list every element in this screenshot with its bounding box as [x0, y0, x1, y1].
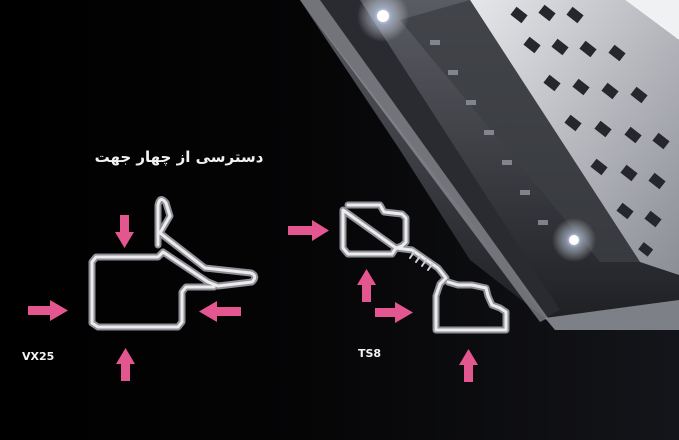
- enclosure-frame-photo: [300, 0, 679, 330]
- ts8-label: TS8: [358, 347, 382, 360]
- arrow-up-icon: [459, 349, 478, 382]
- arrow-up-icon: [116, 348, 135, 381]
- arrow-right-icon: [375, 302, 413, 323]
- vx25-profile: [88, 196, 259, 331]
- heading: دسترسی از چهار جهت: [94, 148, 264, 166]
- vx25-label: VX25: [22, 350, 55, 363]
- arrows: [28, 215, 478, 382]
- arrow-right-icon: [288, 220, 329, 241]
- ts8-profile: [339, 201, 510, 334]
- arrow-down-icon: [115, 215, 134, 248]
- arrow-left-icon: [199, 301, 241, 322]
- arrow-right-icon: [28, 300, 68, 321]
- arrow-up-icon: [357, 269, 376, 302]
